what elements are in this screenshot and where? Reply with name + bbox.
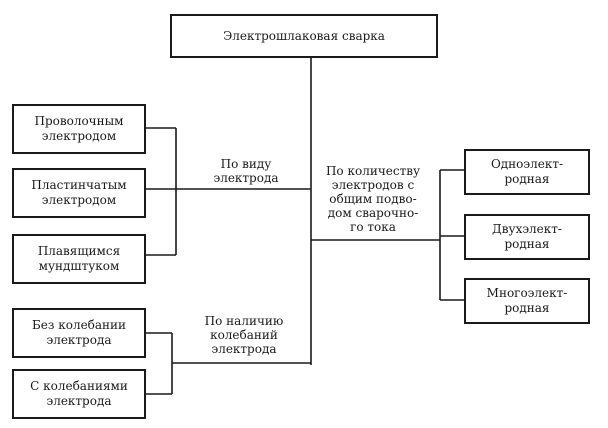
item-two-electrode: Двухэлект- родная	[464, 214, 590, 260]
item-consumable-nozzle: Плавящимся мундштуком	[12, 234, 146, 284]
item-multi-electrode: Многоэлект- родная	[464, 278, 590, 324]
item-without-oscillation: Без колебании электрода	[12, 308, 146, 358]
item-with-oscillation: С колебаниями электрода	[12, 369, 146, 419]
item-single-electrode: Одноэлект- родная	[464, 149, 590, 195]
item-wire-electrode: Проволочным электродом	[12, 104, 146, 154]
item-plate-electrode: Пластинчатым электродом	[12, 168, 146, 218]
root-box: Электрошлаковая сварка	[170, 14, 438, 58]
root-label: Электрошлаковая сварка	[223, 28, 385, 43]
branch-label-electrode-type: По виду электрода	[213, 157, 279, 185]
branch-label-electrode-count: По количеству электродов с общим подво- …	[325, 164, 421, 234]
branch-label-oscillation: По наличию колебаний электрода	[204, 314, 284, 356]
